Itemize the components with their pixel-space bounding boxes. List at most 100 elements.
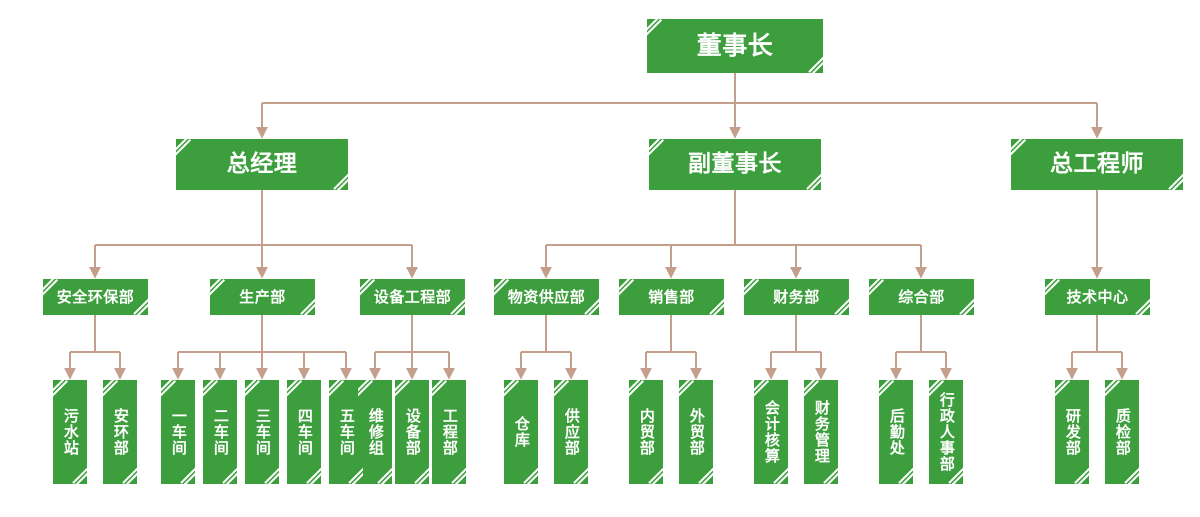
node-label: 研发部 (1063, 408, 1082, 456)
corner-accent-icon (684, 455, 713, 484)
node-label: 财务部 (773, 287, 820, 306)
corner-accent-icon (108, 455, 137, 484)
node-label: 财务管理 (812, 400, 831, 464)
corner-accent-icon (319, 161, 348, 190)
node-admin-hr[interactable]: 行政人事部 (929, 380, 963, 484)
corner-accent-icon (166, 455, 195, 484)
node-label: 污水站 (61, 408, 80, 456)
node-equipment-engineering[interactable]: 设备工程部 (360, 279, 465, 315)
node-label: 后勤处 (887, 408, 906, 456)
node-sales[interactable]: 销售部 (619, 279, 724, 315)
node-chief-engineer[interactable]: 总工程师 (1011, 139, 1183, 190)
corner-accent-icon (554, 380, 583, 409)
corner-accent-icon (400, 455, 429, 484)
node-label: 三车间 (253, 408, 272, 456)
corner-accent-icon (1105, 380, 1134, 409)
corner-accent-icon (792, 161, 821, 190)
node-sewage-station[interactable]: 污水站 (53, 380, 87, 484)
node-vice-chairman[interactable]: 副董事长 (649, 139, 821, 190)
node-material-supply[interactable]: 物资供应部 (494, 279, 599, 315)
node-safety-env[interactable]: 安全环保部 (43, 279, 148, 315)
node-label: 设备部 (403, 408, 422, 456)
corner-accent-icon (744, 279, 773, 308)
node-warehouse[interactable]: 仓库 (504, 380, 538, 484)
node-chairman[interactable]: 董事长 (647, 19, 823, 73)
corner-accent-icon (250, 455, 279, 484)
corner-accent-icon (679, 380, 708, 409)
node-label: 综合部 (898, 287, 945, 306)
corner-accent-icon (1110, 455, 1139, 484)
node-foreign-trade[interactable]: 外贸部 (679, 380, 713, 484)
node-label: 五车间 (337, 408, 356, 456)
node-workshop-4[interactable]: 四车间 (287, 380, 321, 484)
corner-accent-icon (395, 380, 424, 409)
node-financial-management[interactable]: 财务管理 (804, 380, 838, 484)
node-maintenance-group[interactable]: 维修组 (358, 380, 392, 484)
corner-accent-icon (649, 139, 678, 168)
node-accounting[interactable]: 会计核算 (754, 380, 788, 484)
corner-accent-icon (1055, 380, 1084, 409)
node-tech-center[interactable]: 技术中心 (1045, 279, 1150, 315)
corner-accent-icon (629, 380, 658, 409)
node-safety-dept[interactable]: 安环部 (103, 380, 137, 484)
node-production[interactable]: 生产部 (210, 279, 315, 315)
node-supply-dept[interactable]: 供应部 (554, 380, 588, 484)
corner-accent-icon (695, 286, 724, 315)
corner-accent-icon (559, 455, 588, 484)
corner-accent-icon (820, 286, 849, 315)
node-workshop-3[interactable]: 三车间 (245, 380, 279, 484)
node-label: 二车间 (211, 408, 230, 456)
node-label: 技术中心 (1066, 287, 1129, 306)
node-engineering-dept[interactable]: 工程部 (432, 380, 466, 484)
corner-accent-icon (509, 455, 538, 484)
corner-accent-icon (176, 139, 205, 168)
corner-accent-icon (437, 455, 466, 484)
node-label: 行政人事部 (937, 392, 956, 472)
node-label: 外贸部 (687, 408, 706, 456)
corner-accent-icon (363, 455, 392, 484)
corner-accent-icon (161, 380, 190, 409)
corner-accent-icon (245, 380, 274, 409)
corner-accent-icon (103, 380, 132, 409)
node-general-manager[interactable]: 总经理 (176, 139, 348, 190)
node-rd-dept[interactable]: 研发部 (1055, 380, 1089, 484)
corner-accent-icon (945, 286, 974, 315)
corner-accent-icon (879, 380, 908, 409)
node-comprehensive[interactable]: 综合部 (869, 279, 974, 315)
node-label: 维修组 (366, 408, 385, 456)
node-label: 设备工程部 (373, 287, 452, 306)
node-equipment-dept[interactable]: 设备部 (395, 380, 429, 484)
corner-accent-icon (329, 380, 358, 409)
corner-accent-icon (210, 279, 239, 308)
corner-accent-icon (619, 279, 648, 308)
corner-accent-icon (358, 380, 387, 409)
node-workshop-5[interactable]: 五车间 (329, 380, 363, 484)
corner-accent-icon (634, 455, 663, 484)
node-domestic-trade[interactable]: 内贸部 (629, 380, 663, 484)
corner-accent-icon (58, 455, 87, 484)
node-label: 工程部 (440, 408, 459, 456)
corner-accent-icon (53, 380, 82, 409)
node-finance[interactable]: 财务部 (744, 279, 849, 315)
corner-accent-icon (1011, 139, 1040, 168)
node-label: 销售部 (648, 287, 695, 306)
node-label: 质检部 (1113, 408, 1132, 456)
node-quality-dept[interactable]: 质检部 (1105, 380, 1139, 484)
node-workshop-1[interactable]: 一车间 (161, 380, 195, 484)
node-workshop-2[interactable]: 二车间 (203, 380, 237, 484)
node-label: 内贸部 (637, 408, 656, 456)
node-logistics-office[interactable]: 后勤处 (879, 380, 913, 484)
corner-accent-icon (884, 455, 913, 484)
corner-accent-icon (292, 455, 321, 484)
node-label: 安环部 (111, 408, 130, 456)
node-label: 物资供应部 (507, 287, 586, 306)
node-label: 供应部 (562, 408, 581, 456)
node-label: 生产部 (239, 287, 286, 306)
corner-accent-icon (286, 286, 315, 315)
corner-accent-icon (208, 455, 237, 484)
node-label: 总工程师 (1050, 150, 1144, 177)
corner-accent-icon (647, 19, 676, 48)
corner-accent-icon (1154, 161, 1183, 190)
node-label: 四车间 (295, 408, 314, 456)
